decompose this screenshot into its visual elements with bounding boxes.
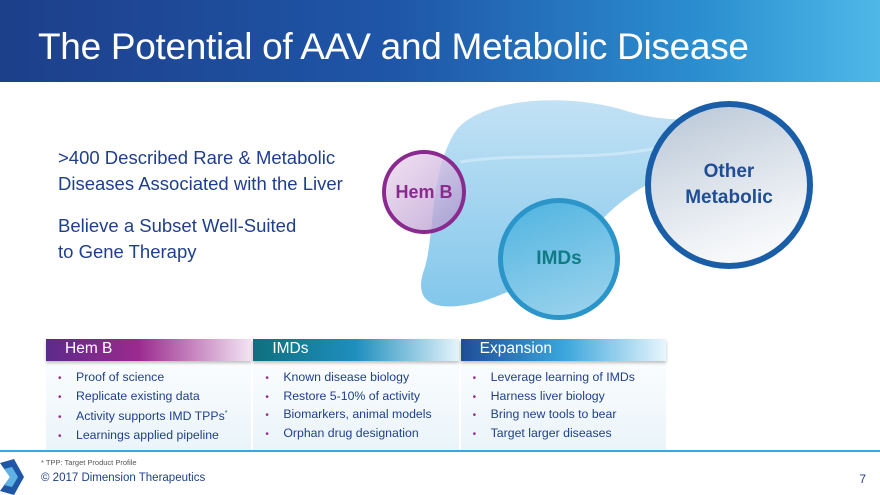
- copyright: © 2017 Dimension Therapeutics: [41, 472, 206, 484]
- list-item: • Activity supports IMD TPPs*: [58, 406, 251, 427]
- imds-label: IMDs: [536, 248, 582, 269]
- bullet: •: [58, 373, 62, 384]
- column-header: IMDs: [253, 339, 459, 361]
- list-item: • Leverage learning of IMDs: [473, 369, 666, 388]
- intro-line: Diseases Associated with the Liver: [58, 173, 343, 194]
- hem-b-circle: Hem B: [382, 150, 466, 234]
- intro-line: Believe a Subset Well-Suited: [58, 215, 297, 236]
- bullet: •: [265, 410, 269, 421]
- item-text: Replicate existing data: [76, 388, 200, 403]
- bullet: •: [58, 430, 62, 442]
- intro-subset: Believe a Subset Well-Suited to Gene The…: [58, 213, 296, 265]
- column-expansion: Expansion • Leverage learning of IMDs • Ha…: [460, 339, 668, 451]
- title-banner: The Potential of AAV and Metabolic Disea…: [0, 0, 880, 82]
- list-item: • Restore 5-10% of activity: [265, 388, 458, 407]
- bullet: •: [472, 373, 477, 384]
- item-text: Biomarkers, animal models: [283, 407, 432, 421]
- item-text: Activity supports IMD TPPs: [76, 409, 225, 424]
- footer-divider: [0, 450, 880, 452]
- imds-circle: IMDs: [498, 198, 620, 320]
- item-text: Leverage learning of IMDs: [490, 370, 635, 384]
- bullet: •: [265, 391, 269, 403]
- intro-statement: >400 Described Rare & Metabolic Diseases…: [58, 145, 343, 197]
- bullet: •: [58, 412, 62, 424]
- other-label: Other: [703, 161, 755, 182]
- bullet: •: [472, 410, 477, 421]
- intro-line: to Gene Therapy: [58, 241, 197, 262]
- list-item: • Replicate existing data: [58, 388, 251, 407]
- list-item: • Learnings applied pipeline: [58, 427, 251, 446]
- bullet: •: [58, 391, 62, 403]
- list-item: • Target larger diseases: [473, 425, 666, 444]
- company-logo-icon: [0, 459, 24, 495]
- item-text: Orphan drug designation: [283, 425, 419, 440]
- list-item: • Biomarkers, animal models: [265, 406, 458, 425]
- column-imds: IMDs • Known disease biology • Restore 5-1…: [253, 339, 461, 451]
- item-text: Restore 5-10% of activity: [283, 388, 421, 403]
- item-text: Proof of science: [76, 370, 165, 384]
- program-table: Hem B • Proof of science • Replicate exist…: [46, 339, 668, 451]
- item-text: Known disease biology: [283, 370, 410, 384]
- list-item: • Orphan drug designation: [265, 425, 458, 444]
- column-header: Expansion: [460, 339, 666, 361]
- list-item: • Known disease biology: [265, 369, 458, 388]
- item-text: Target larger diseases: [490, 425, 612, 440]
- metabolic-label: Metabolic: [685, 187, 773, 208]
- list-item: • Harness liver biology: [473, 388, 666, 407]
- list-item: • Proof of science: [58, 369, 251, 388]
- bullet: •: [472, 428, 477, 440]
- bullet: •: [265, 428, 269, 440]
- intro-line: >400 Described Rare & Metabolic: [58, 147, 336, 168]
- bullet: •: [472, 391, 477, 403]
- hem-b-label: Hem B: [395, 181, 453, 202]
- bullet: •: [265, 373, 269, 384]
- list-item: • Bring new tools to bear: [473, 406, 666, 425]
- slide-title: The Potential of AAV and Metabolic Disea…: [38, 26, 749, 67]
- page-number: 7: [859, 472, 866, 486]
- item-text: Bring new tools to bear: [490, 407, 617, 421]
- footnote-marker: *: [224, 410, 228, 417]
- column-hem-b: Hem B • Proof of science • Replicate exist…: [46, 339, 254, 451]
- column-header: Hem B: [46, 339, 252, 361]
- footnote: * TPP: Target Product Profile: [41, 458, 137, 467]
- item-text: Learnings applied pipeline: [76, 427, 219, 442]
- item-text: Harness liver biology: [490, 388, 605, 403]
